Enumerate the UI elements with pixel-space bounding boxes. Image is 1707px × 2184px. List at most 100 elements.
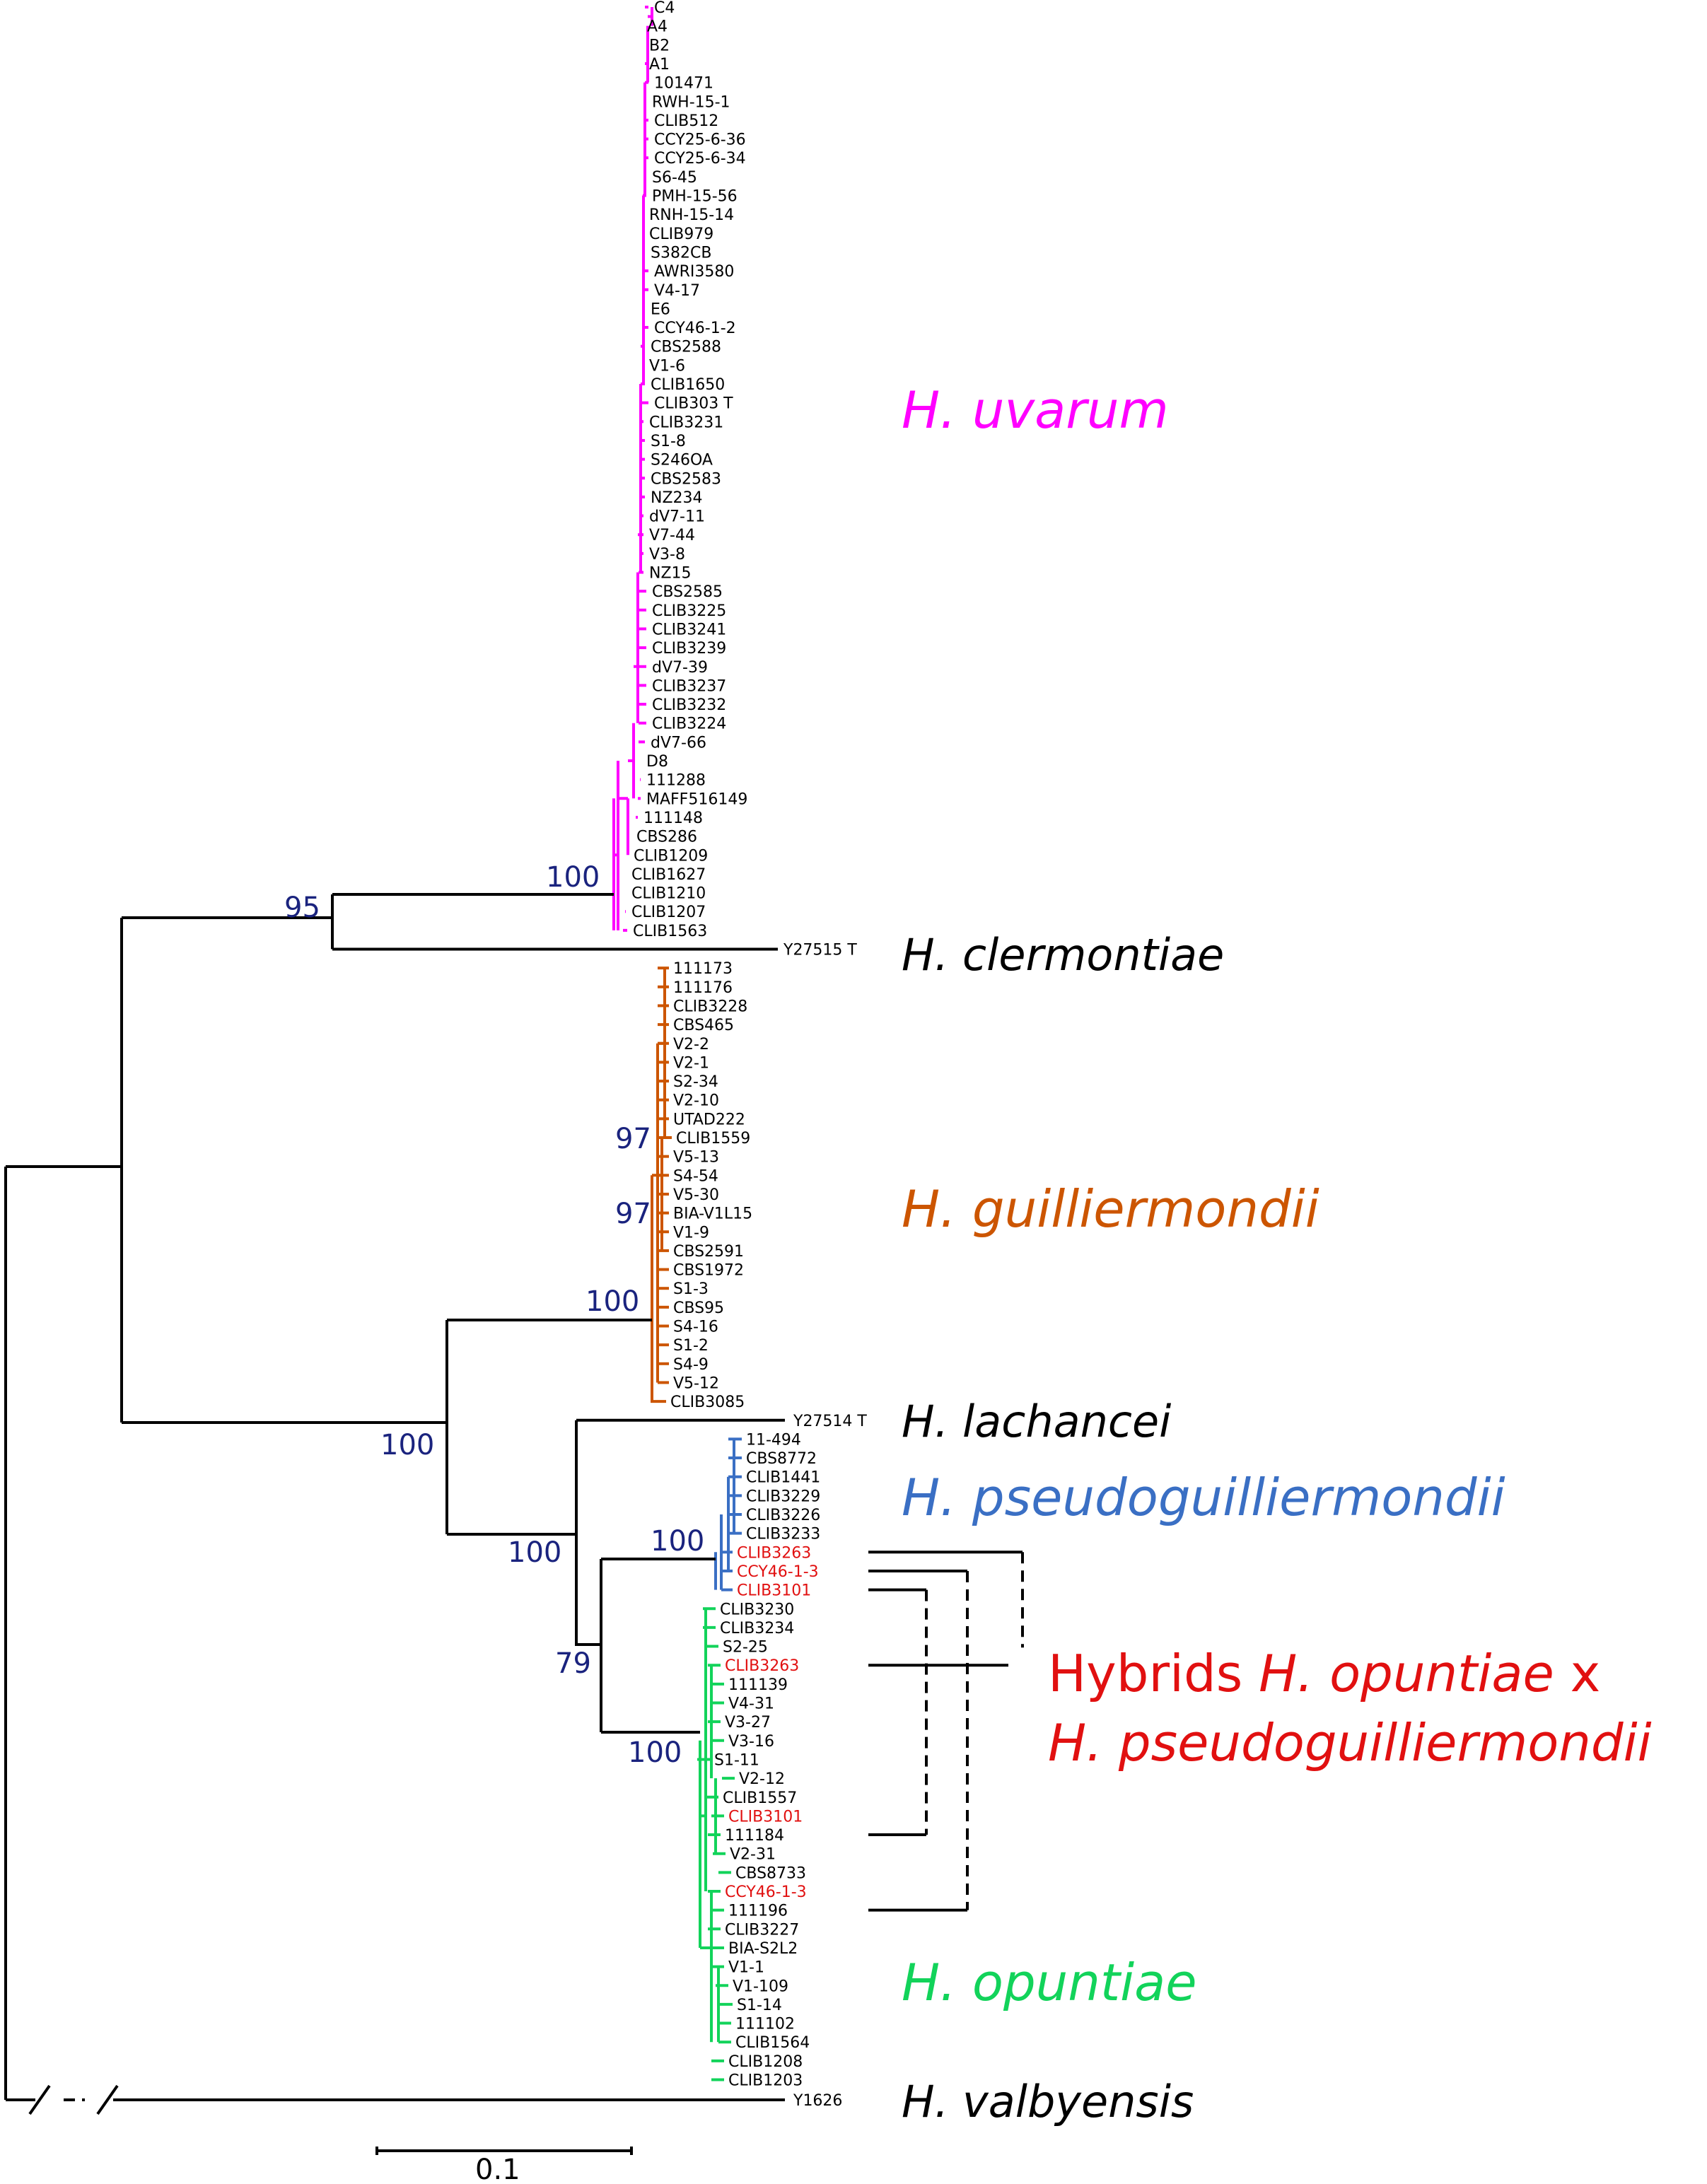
leaf-label: S6-45 (652, 169, 697, 187)
uvarum-connectors (614, 15, 652, 857)
leaf-label: CLIB1564 (735, 2034, 810, 2052)
clade-label-hybrids-line2: H. pseudoguilliermondii (1048, 1713, 1652, 1773)
pseudo-opuntiae-branch (600, 1558, 716, 1734)
leaf-label: V1-109 (733, 1978, 788, 1995)
leaf-label: UTAD222 (673, 1111, 745, 1128)
leaf-label: 111148 (643, 810, 703, 827)
leaf-label: CLIB1650 (651, 376, 725, 394)
leaf-label: V3-16 (728, 1733, 774, 1751)
leaf-label: dV7-66 (651, 734, 706, 752)
clade-labels: H. uvarum H. clermontiae H. guilliermond… (902, 380, 1652, 2127)
leaf-labels: C4A4B2A1101471RWH-15-1CLIB512CCY25-6-36C… (631, 0, 867, 2110)
leaf-label: V2-10 (673, 1092, 719, 1110)
leaf-label: S246OA (651, 452, 713, 469)
leaf-label: CBS2588 (651, 339, 721, 356)
leaf-label: S382CB (651, 244, 711, 262)
leaf-label: S1-11 (714, 1751, 759, 1769)
leaf-label: S2-25 (723, 1639, 768, 1657)
leaf-label: CLIB3226 (746, 1507, 820, 1524)
leaf-label: RNH-15-14 (649, 206, 734, 224)
leaf-label-hybrid: CLIB3101 (728, 1808, 803, 1826)
leaf-label: 111176 (673, 979, 733, 997)
hybrid-link-ccy46 (868, 1569, 967, 1912)
leaf-label: CLIB512 (654, 112, 718, 130)
leaf-label: S1-3 (673, 1280, 709, 1298)
leaf-label: CLIB3232 (652, 696, 726, 714)
leaf-label: CBS286 (636, 829, 697, 846)
leaf-label: CLIB1208 (728, 2053, 803, 2071)
leaf-label: CLIB3231 (649, 414, 723, 431)
leaf-label: CLIB1563 (633, 923, 707, 940)
leaf-label: CLIB1209 (634, 847, 708, 865)
opuntiae-spine (699, 1608, 720, 2043)
leaf-label-hybrid: CCY46-1-3 (725, 1884, 807, 1901)
leaf-label: BIA-S2L2 (728, 1940, 798, 1958)
leaf-label: V5-12 (673, 1374, 719, 1392)
leaf-label: CLIB1441 (746, 1469, 820, 1487)
leaf-label: CLIB1210 (631, 885, 706, 903)
hybrids-cross: x (1554, 1644, 1601, 1703)
support-pseudoguilliermondii: 100 (651, 1525, 704, 1558)
leaf-label: CLIB1557 (723, 1789, 797, 1807)
leaf-label: CLIB3230 (720, 1601, 794, 1618)
leaf-label: 111288 (646, 772, 706, 790)
leaf-label: 111139 (728, 1676, 788, 1694)
clade-label-lachancei: H. lachancei (902, 1396, 1171, 1447)
leaf-label: MAFF516149 (646, 790, 747, 808)
leaf-label: CBS2583 (651, 470, 721, 488)
leaf-label: CLIB3227 (725, 1921, 799, 1939)
leaf-label: CLIB3228 (673, 998, 747, 1015)
leaf-label: NZ234 (651, 489, 703, 507)
leaf-label: CBS2585 (652, 583, 723, 601)
leaf-label: E6 (651, 300, 670, 318)
leaf-label: CCY25-6-36 (654, 132, 746, 149)
leaf-label-lachancei: Y27514 T (793, 1413, 867, 1430)
clade-label-valbyensis: H. valbyensis (902, 2076, 1194, 2127)
clade-label-opuntiae: H. opuntiae (902, 1953, 1197, 2012)
support-uvarum: 100 (546, 861, 600, 894)
guilliermondii-connectors (652, 1041, 665, 1177)
leaf-label: 111102 (735, 2016, 795, 2033)
leaf-label: A1 (649, 56, 670, 74)
leaf-label: CCY25-6-34 (654, 150, 746, 168)
leaf-label: CBS8733 (735, 1864, 806, 1882)
leaf-label: S2-34 (673, 1073, 718, 1091)
leaf-label: S4-16 (673, 1319, 718, 1336)
hybrids-species-1: H. opuntiae (1259, 1644, 1554, 1703)
leaf-label-hybrid: CLIB3263 (725, 1657, 799, 1675)
leaf-label-valbyensis: Y1626 (793, 2092, 842, 2110)
axis-break-marks (28, 2084, 119, 2115)
leaf-label: 111196 (728, 1903, 788, 1920)
scale-bar: 0.1 (375, 2147, 633, 2184)
leaf-label-clermontiae: Y27515 T (783, 942, 857, 959)
leaf-label: dV7-11 (649, 508, 705, 526)
hybrid-link-clib3263 (868, 1551, 1023, 1667)
support-79: 79 (555, 1647, 591, 1680)
leaf-label: dV7-39 (652, 659, 708, 677)
major-branch (120, 916, 447, 1424)
leaf-label: S1-2 (673, 1337, 709, 1355)
leaf-label: V2-12 (739, 1770, 785, 1788)
leaf-label: V2-2 (673, 1036, 709, 1053)
opuntiae-connectors (700, 1814, 711, 1949)
leaf-label-hybrid: CLIB3101 (737, 1582, 811, 1600)
support-95: 95 (284, 892, 320, 924)
leaf-label: CLIB3224 (652, 716, 726, 733)
leaf-label: V2-31 (730, 1846, 776, 1864)
leaf-label: 11-494 (746, 1431, 801, 1449)
support-guilliermondii-a: 97 (615, 1123, 651, 1155)
leaf-label: B2 (649, 37, 670, 54)
leaf-label: CBS95 (673, 1300, 724, 1317)
leaf-label: V1-1 (728, 1959, 764, 1977)
clade-label-pseudoguilliermondii: H. pseudoguilliermondii (902, 1468, 1505, 1527)
clade-label-hybrids-line1: Hybrids H. opuntiae x (1048, 1644, 1600, 1703)
pseudo-spine (714, 1439, 735, 1590)
leaf-label: V7-44 (649, 527, 695, 544)
support-guilliermondii-lachancei: 100 (380, 1429, 434, 1461)
leaf-label: V5-13 (673, 1149, 719, 1167)
support-guilliermondii-b: 97 (615, 1198, 651, 1230)
leaf-label: RWH-15-1 (652, 93, 730, 111)
leaf-label: CLIB3233 (746, 1526, 820, 1543)
leaf-label: S1-14 (737, 1997, 782, 2014)
uvarum-clermontiae-branch (331, 893, 778, 951)
